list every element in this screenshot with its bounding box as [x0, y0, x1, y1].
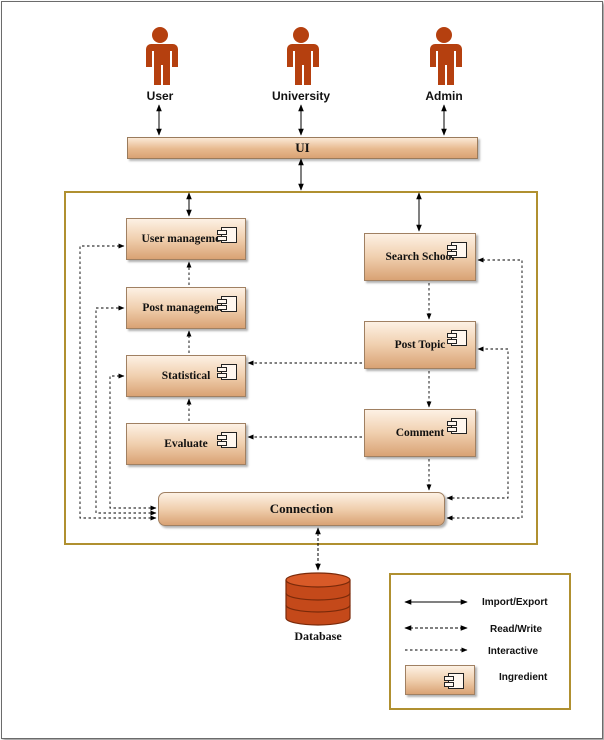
arrow-loop-post-management	[95, 305, 157, 516]
component-label: User management	[141, 233, 231, 245]
arrow-loop-statistical	[109, 373, 157, 511]
component-icon	[444, 673, 464, 689]
admin-actor-icon	[430, 27, 462, 85]
database-label: Database	[294, 629, 342, 643]
arrow-loop-search-school	[446, 257, 523, 521]
component-connection[interactable]: Connection	[158, 492, 445, 526]
actor-label-user: User	[146, 89, 174, 103]
legend-label-ingredient: Ingredient	[499, 672, 548, 683]
legend-ingredient-swatch	[405, 665, 475, 695]
legend-label-import-export: Import/Export	[482, 597, 548, 608]
arrow-loop-user-management	[79, 243, 157, 521]
component-label: Post Topic	[394, 339, 446, 351]
university-actor-icon	[287, 27, 319, 85]
component-label: Search School	[385, 251, 455, 263]
component-icon	[217, 296, 237, 312]
actor-label-university: University	[271, 89, 331, 103]
ui-bar-label: UI	[295, 140, 310, 155]
system-container	[64, 191, 538, 545]
component-icon	[217, 364, 237, 380]
component-label: Statistical	[161, 370, 211, 382]
legend-label-read-write: Read/Write	[490, 624, 543, 635]
user-actor-icon	[146, 27, 178, 85]
component-icon	[217, 227, 237, 243]
arrow-loop-post-topic	[446, 346, 509, 501]
component-icon	[447, 242, 467, 258]
component-icon	[217, 432, 237, 448]
component-label: Comment	[395, 427, 445, 439]
component-label: Evaluate	[164, 438, 208, 450]
component-label: Post management	[142, 302, 230, 314]
actor-label-admin: Admin	[425, 89, 463, 103]
database-icon	[285, 572, 351, 626]
component-label: Connection	[269, 501, 334, 516]
legend-label-interactive: Interactive	[488, 646, 539, 657]
